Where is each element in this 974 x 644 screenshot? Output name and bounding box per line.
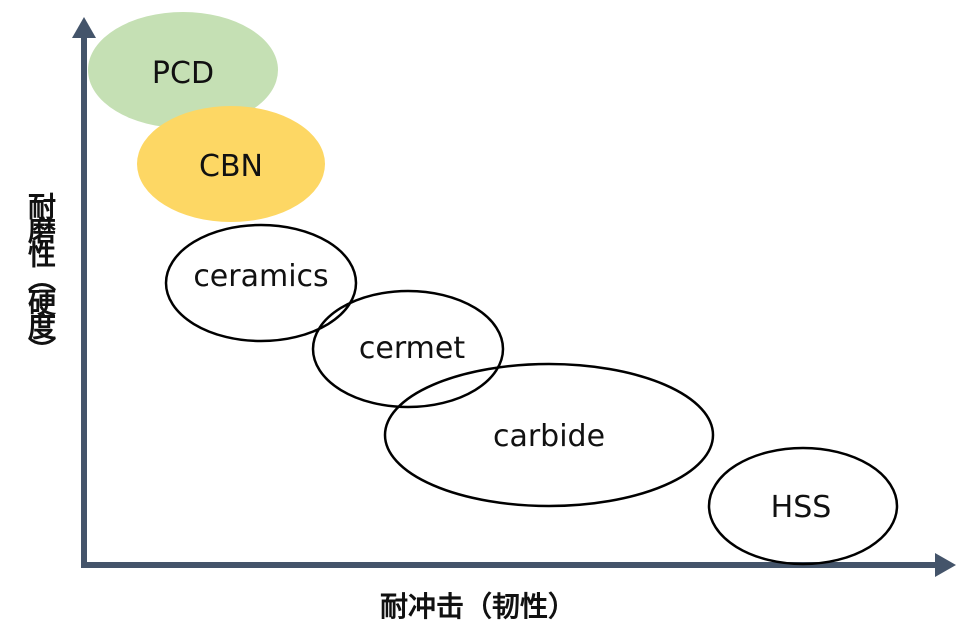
hss-label: HSS bbox=[771, 490, 832, 525]
y-axis-label: 耐磨性（硬度） bbox=[24, 192, 57, 360]
cermet-label: cermet bbox=[359, 331, 465, 366]
carbide-region bbox=[383, 362, 715, 508]
material-carbide: carbide bbox=[383, 362, 715, 508]
x-axis-label: 耐冲击（韧性） bbox=[380, 590, 577, 623]
material-hss: HSS bbox=[707, 446, 899, 566]
material-ceramics: ceramics bbox=[164, 223, 358, 343]
ceramics-label: ceramics bbox=[193, 259, 328, 294]
x-axis-arrow-icon bbox=[935, 553, 956, 577]
y-axis bbox=[72, 17, 96, 566]
cbn-region bbox=[137, 106, 325, 222]
pcd-label: PCD bbox=[152, 56, 214, 91]
x-axis bbox=[81, 553, 956, 577]
material-cermet: cermet bbox=[311, 289, 505, 409]
ceramics-region bbox=[164, 223, 358, 343]
pcd-region bbox=[88, 12, 278, 128]
material-cbn: CBN bbox=[137, 106, 325, 222]
carbide-label: carbide bbox=[493, 419, 605, 454]
y-axis-arrow-icon bbox=[72, 17, 96, 38]
hss-region bbox=[707, 446, 899, 566]
cermet-region bbox=[311, 289, 505, 409]
cbn-label: CBN bbox=[199, 149, 263, 184]
material-pcd: PCD bbox=[88, 12, 278, 128]
